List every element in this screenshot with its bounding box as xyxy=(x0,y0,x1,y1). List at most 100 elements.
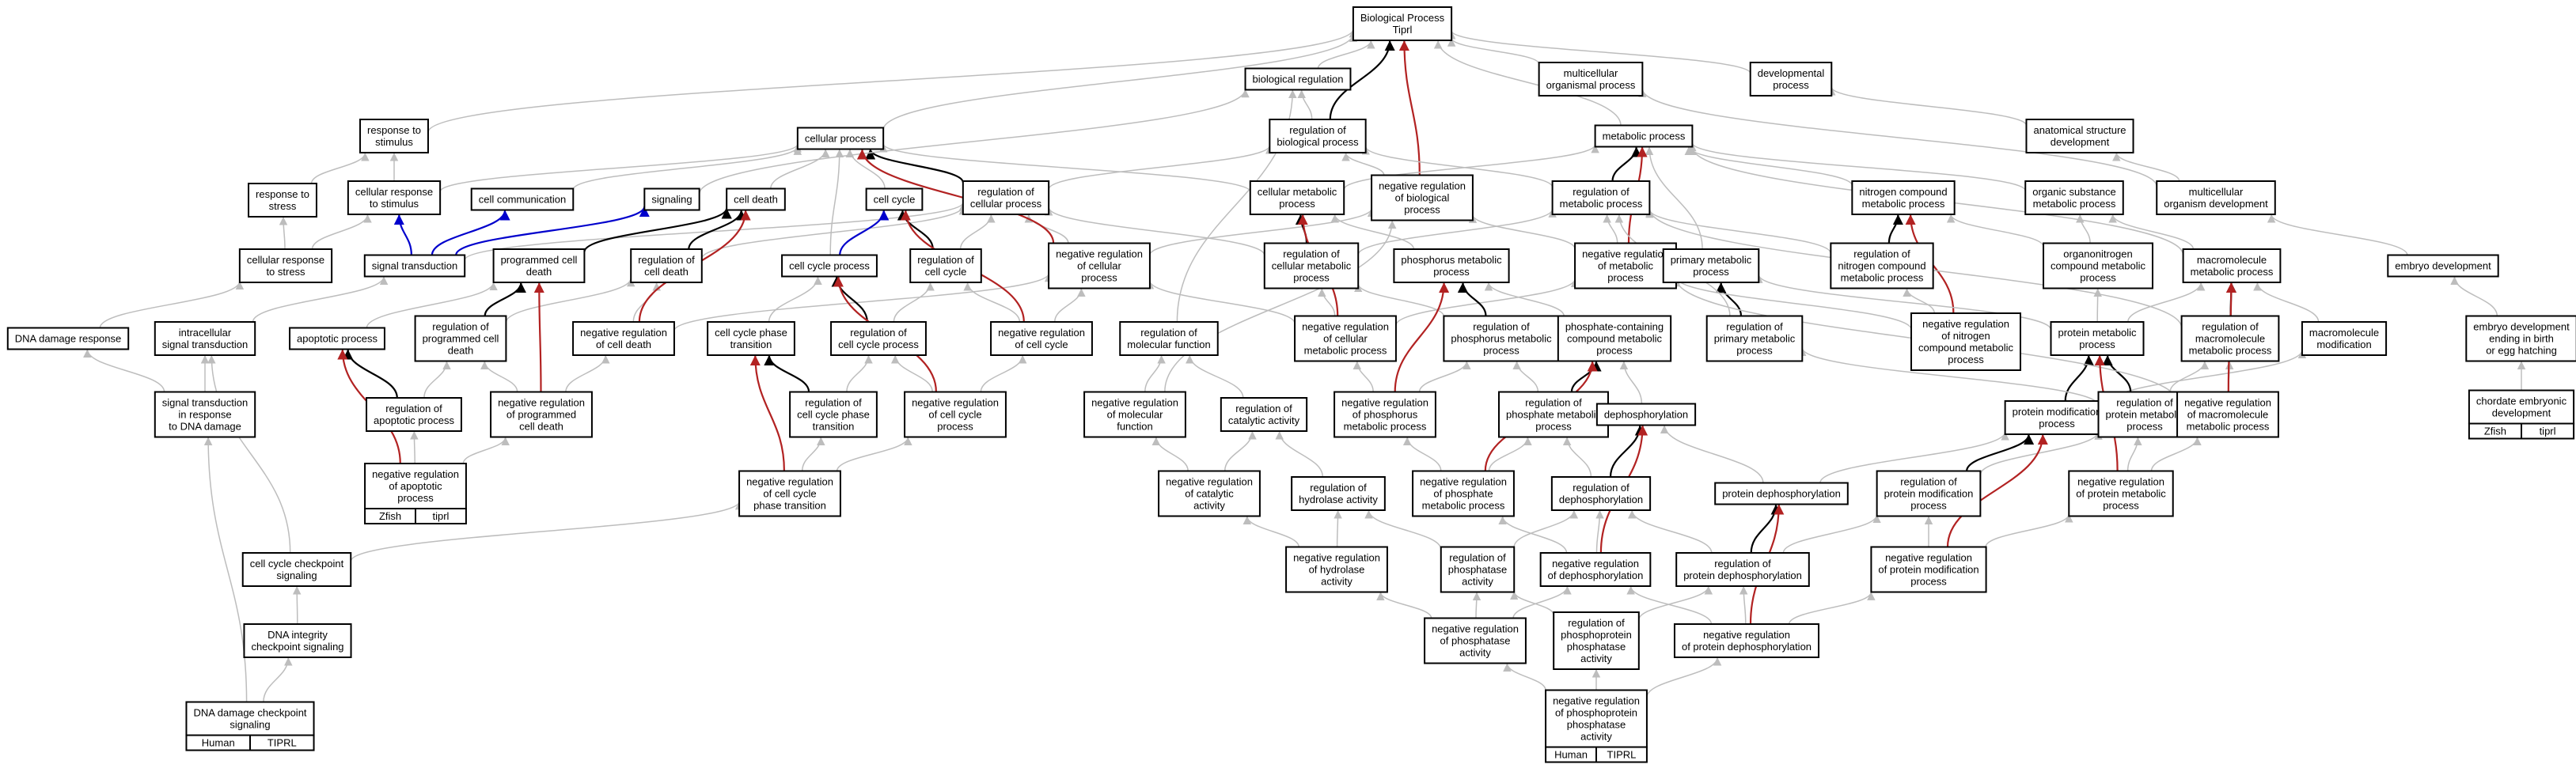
node-label-line: regulation of xyxy=(1726,321,1783,333)
node-label-line: cell cycle process xyxy=(838,339,919,350)
edge-regccproc-to-regcellcycle xyxy=(893,282,935,323)
node-regphosprotphosphatase[interactable]: regulation ofphosphoproteinphosphataseac… xyxy=(1553,611,1640,670)
node-celldeath[interactable]: cell death xyxy=(726,187,786,211)
node-protdephos[interactable]: protein dephosphorylation xyxy=(1714,482,1849,505)
node-cellproc[interactable]: cellular process xyxy=(796,127,885,150)
node-biolreg[interactable]: biological regulation xyxy=(1244,67,1352,91)
node-metproc[interactable]: metabolic process xyxy=(1594,124,1694,148)
edge-negregphosphatase-to-negregdephos xyxy=(1512,585,1572,619)
node-ccproc[interactable]: cell cycle process xyxy=(781,254,878,278)
node-dnadamresp[interactable]: DNA damage response xyxy=(6,327,130,350)
edge-negregprotmet-to-negregmacromet xyxy=(2150,437,2202,471)
node-cellcycle[interactable]: cell cycle xyxy=(865,187,924,211)
node-box xyxy=(1412,470,1515,517)
node-label-line: metabolic process xyxy=(1603,131,1686,142)
node-dephos[interactable]: dephosphorylation xyxy=(1595,403,1697,426)
node-signaling[interactable]: signaling xyxy=(643,187,700,211)
edge-regccphase-to-regccproc xyxy=(846,354,873,392)
node-label-line: primary metabolic xyxy=(1671,254,1752,266)
node-apoptotic[interactable]: apoptotic process xyxy=(289,327,385,350)
node-cellcomm[interactable]: cell communication xyxy=(470,187,575,211)
node-sigtrans[interactable]: signal transduction xyxy=(363,254,466,278)
node-embryodev[interactable]: embryo development xyxy=(2387,254,2499,278)
edge-negregccphase-to-negregccproc xyxy=(836,437,912,471)
